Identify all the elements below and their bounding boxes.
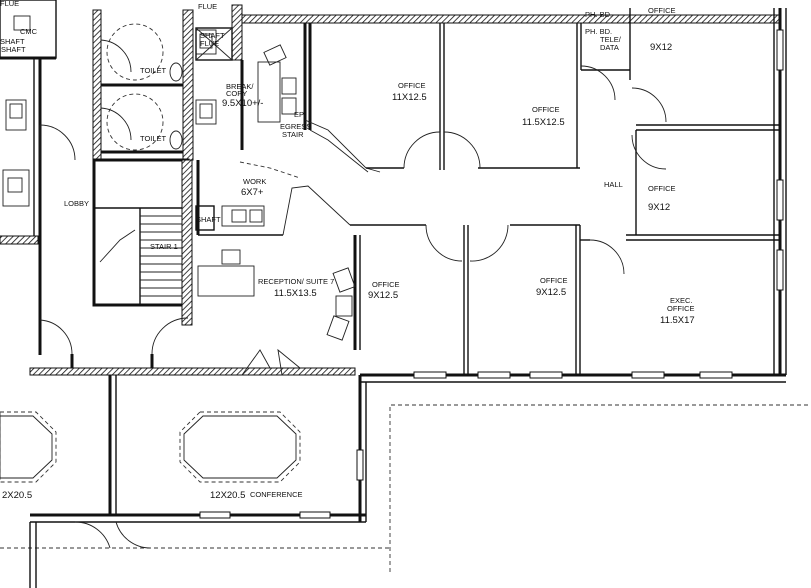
label-egress: EGRESS [280, 122, 311, 131]
label-work-size: 6X7+ [241, 187, 264, 198]
label-reception: RECEPTION/ SUITE 7 [258, 277, 334, 286]
shafts [195, 27, 233, 231]
label-hall: HALL [604, 180, 623, 189]
label-ep: EP [294, 110, 304, 119]
room-labels: FLUE FLUE CMC SHAFT SHAFT SHAFT FLUE TOI… [0, 0, 695, 501]
reception-furniture [197, 249, 356, 341]
label-office-6: OFFICE [540, 276, 568, 285]
label-break-copy-size: 9.5X10+/- [222, 98, 263, 109]
label-office-3-size: 9X12 [650, 42, 672, 53]
label-exec-2: OFFICE [667, 304, 695, 313]
label-shaft-left: SHAFT [0, 37, 25, 46]
label-ph-bd-2: PH. BD. [585, 27, 612, 36]
break-copy-room [240, 23, 381, 173]
label-shaft-mid: SHAFT [200, 31, 225, 40]
label-work: WORK [243, 177, 266, 186]
label-data: DATA [600, 43, 619, 52]
label-conf-size: 12X20.5 [210, 490, 245, 501]
label-tele: TELE/ [600, 35, 622, 44]
label-break-copy-2: COPY [226, 89, 247, 98]
door-swings [241, 65, 667, 376]
label-flue-left: FLUE [0, 0, 19, 8]
label-conference: CONFERENCE [250, 490, 303, 499]
label-stair: STAIR [282, 130, 304, 139]
label-office-2: OFFICE [532, 105, 560, 114]
label-office-3: OFFICE [648, 6, 676, 15]
conference-area [0, 375, 301, 588]
stair-hatched-walls [0, 159, 356, 376]
label-lobby: LOBBY [64, 199, 89, 208]
label-exec-size: 11.5X17 [660, 315, 695, 326]
label-office-2-size: 11.5X12.5 [522, 117, 565, 128]
toilet-rooms [100, 23, 217, 154]
work-room [196, 160, 351, 236]
label-flue-left-2: SHAFT [1, 45, 26, 54]
label-break-copy-1: BREAK/ [226, 82, 254, 91]
label-office-4-size: 9X12 [648, 202, 670, 213]
label-toilet-lower: TOILET [140, 134, 167, 143]
label-conf-left-size: 2X20.5 [2, 490, 32, 501]
label-stair-1: STAIR 1 [150, 242, 178, 251]
label-office-5-size: 9X12.5 [368, 290, 398, 301]
label-office-1: OFFICE [398, 81, 426, 90]
label-ph-bd-1: PH. BD. [585, 10, 612, 19]
interior-partitions [350, 8, 780, 375]
label-flue-mid: FLUE [200, 39, 219, 48]
label-flue-top: FLUE [198, 2, 217, 11]
label-cmc: CMC [20, 27, 38, 36]
label-office-4: OFFICE [648, 184, 676, 193]
label-office-5: OFFICE [372, 280, 400, 289]
label-office-6-size: 9X12.5 [536, 287, 566, 298]
label-toilet-upper: TOILET [140, 66, 167, 75]
stair-1 [92, 158, 190, 307]
windows [199, 29, 784, 519]
label-reception-size: 11.5X13.5 [274, 288, 317, 299]
lobby-doors [70, 317, 189, 368]
label-exec-1: EXEC. [670, 296, 693, 305]
label-office-1-size: 11X12.5 [392, 92, 427, 103]
label-shaft-small: SHAFT [196, 215, 221, 224]
